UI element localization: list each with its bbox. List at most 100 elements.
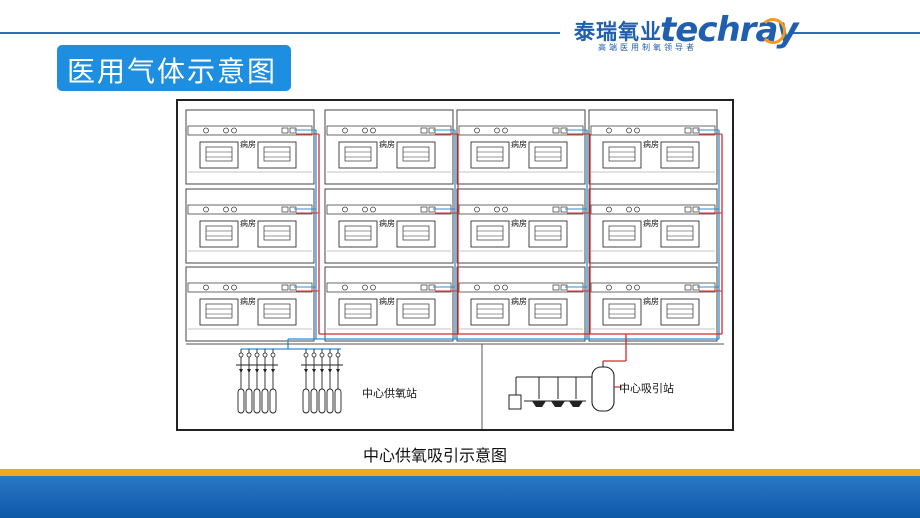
gas-outlet-icon xyxy=(342,127,348,134)
gas-outlet-icon xyxy=(223,284,229,291)
oxygen-cylinder-icon xyxy=(318,388,326,414)
ward-room: 病房 xyxy=(324,109,454,185)
diagram-caption: 中心供氧吸引示意图 xyxy=(362,446,507,465)
suction-station xyxy=(508,360,626,412)
bed-mattress xyxy=(205,225,233,241)
bed-mattress xyxy=(344,225,372,241)
regulator-icon xyxy=(304,369,308,373)
regulator-icon xyxy=(263,369,267,373)
bed-mattress xyxy=(402,225,430,241)
oxygen-cylinder-icon xyxy=(334,388,342,414)
bed-head-panel xyxy=(326,282,452,293)
bed-head-panel xyxy=(458,125,584,136)
bed-mattress xyxy=(476,303,504,319)
gas-outlet-icon xyxy=(502,284,508,291)
gas-outlet-icon xyxy=(502,127,508,134)
header-rule-right xyxy=(790,32,920,34)
bed-head-panel xyxy=(187,125,313,136)
gas-outlet-icon xyxy=(606,284,612,291)
slide-title: 医用气体示意图 xyxy=(67,55,278,88)
gas-outlet-icon xyxy=(626,206,632,213)
room-label: 病房 xyxy=(379,296,395,306)
bed-mattress xyxy=(344,303,372,319)
bed-head-panel xyxy=(458,204,584,215)
bed-mattress xyxy=(534,303,562,319)
room-label: 病房 xyxy=(643,296,659,306)
gas-outlet-icon xyxy=(342,206,348,213)
regulator-icon xyxy=(336,369,340,373)
regulator-icon xyxy=(312,369,316,373)
gas-outlet-icon xyxy=(362,127,368,134)
gas-outlet-icon xyxy=(502,206,508,213)
regulator-icon xyxy=(328,369,332,373)
valve-icon xyxy=(311,352,317,358)
oxygen-cylinder-icon xyxy=(302,388,310,414)
bed-mattress xyxy=(666,303,694,319)
outlet-box-icon xyxy=(281,127,289,134)
gas-outlet-icon xyxy=(474,206,480,213)
gas-outlet-icon xyxy=(342,284,348,291)
valve-icon xyxy=(246,352,252,358)
valve-icon xyxy=(254,352,260,358)
room-label: 病房 xyxy=(511,218,527,228)
vacuum-pump-icon xyxy=(569,401,583,407)
outlet-box-icon xyxy=(684,206,692,213)
medical-gas-diagram: 病房病房病房病房病房病房病房病房病房病房病房病房 中心供氧站 中心吸引站 xyxy=(176,99,734,431)
gas-outlet-icon xyxy=(606,127,612,134)
ward-room: 病房 xyxy=(185,109,315,185)
gas-outlet-icon xyxy=(606,206,612,213)
ward-room: 病房 xyxy=(588,188,718,264)
ward-room: 病房 xyxy=(324,266,454,342)
bed-mattress xyxy=(534,146,562,162)
outlet-box-icon xyxy=(420,206,428,213)
gas-outlet-icon xyxy=(626,284,632,291)
gas-pipes xyxy=(287,129,723,361)
gas-outlet-icon xyxy=(203,284,209,291)
valve-icon xyxy=(303,352,309,358)
suction-station-label: 中心吸引站 xyxy=(619,381,674,395)
room-label: 病房 xyxy=(379,139,395,149)
room-label: 病房 xyxy=(643,218,659,228)
bed-head-panel xyxy=(326,204,452,215)
gas-outlet-icon xyxy=(362,284,368,291)
outlet-box-icon xyxy=(552,127,560,134)
room-label: 病房 xyxy=(379,218,395,228)
gas-outlet-icon xyxy=(223,127,229,134)
logo-slogan: 高端医用制氧领导者 xyxy=(598,43,697,52)
regulator-icon xyxy=(239,369,243,373)
gas-outlet-icon xyxy=(203,127,209,134)
oxygen-cylinder-icon xyxy=(310,388,318,414)
gas-outlet-icon xyxy=(494,127,500,134)
regulator-icon xyxy=(247,369,251,373)
oxygen-cylinder-icon xyxy=(245,388,253,414)
bed-mattress xyxy=(263,225,291,241)
vacuum-pump-icon xyxy=(551,401,565,407)
bed-mattress xyxy=(608,225,636,241)
bed-mattress xyxy=(608,303,636,319)
ward-rooms: 病房病房病房病房病房病房病房病房病房病房病房病房 xyxy=(185,109,718,342)
bed-mattress xyxy=(263,146,291,162)
ward-room: 病房 xyxy=(185,188,315,264)
ward-room: 病房 xyxy=(456,109,586,185)
ward-room: 病房 xyxy=(324,188,454,264)
outlet-box-icon xyxy=(420,284,428,291)
logo-chinese-name: 泰瑞氧业 xyxy=(574,20,662,44)
outlet-box-icon xyxy=(552,206,560,213)
bed-head-panel xyxy=(590,282,716,293)
gas-outlet-icon xyxy=(474,127,480,134)
bed-mattress xyxy=(402,303,430,319)
bed-head-panel xyxy=(458,282,584,293)
company-logo: 泰瑞氧业 techray 高端医用制氧领导者 xyxy=(574,10,798,56)
outlet-box-icon xyxy=(684,127,692,134)
oxygen-cylinder-icon xyxy=(237,388,245,414)
valve-icon xyxy=(327,352,333,358)
outlet-box-icon xyxy=(281,206,289,213)
room-label: 病房 xyxy=(511,139,527,149)
ward-room: 病房 xyxy=(456,266,586,342)
bed-head-panel xyxy=(590,125,716,136)
gas-outlet-icon xyxy=(203,206,209,213)
regulator-icon xyxy=(320,369,324,373)
outlet-box-icon xyxy=(281,284,289,291)
bed-mattress xyxy=(402,146,430,162)
gas-outlet-icon xyxy=(231,127,237,134)
